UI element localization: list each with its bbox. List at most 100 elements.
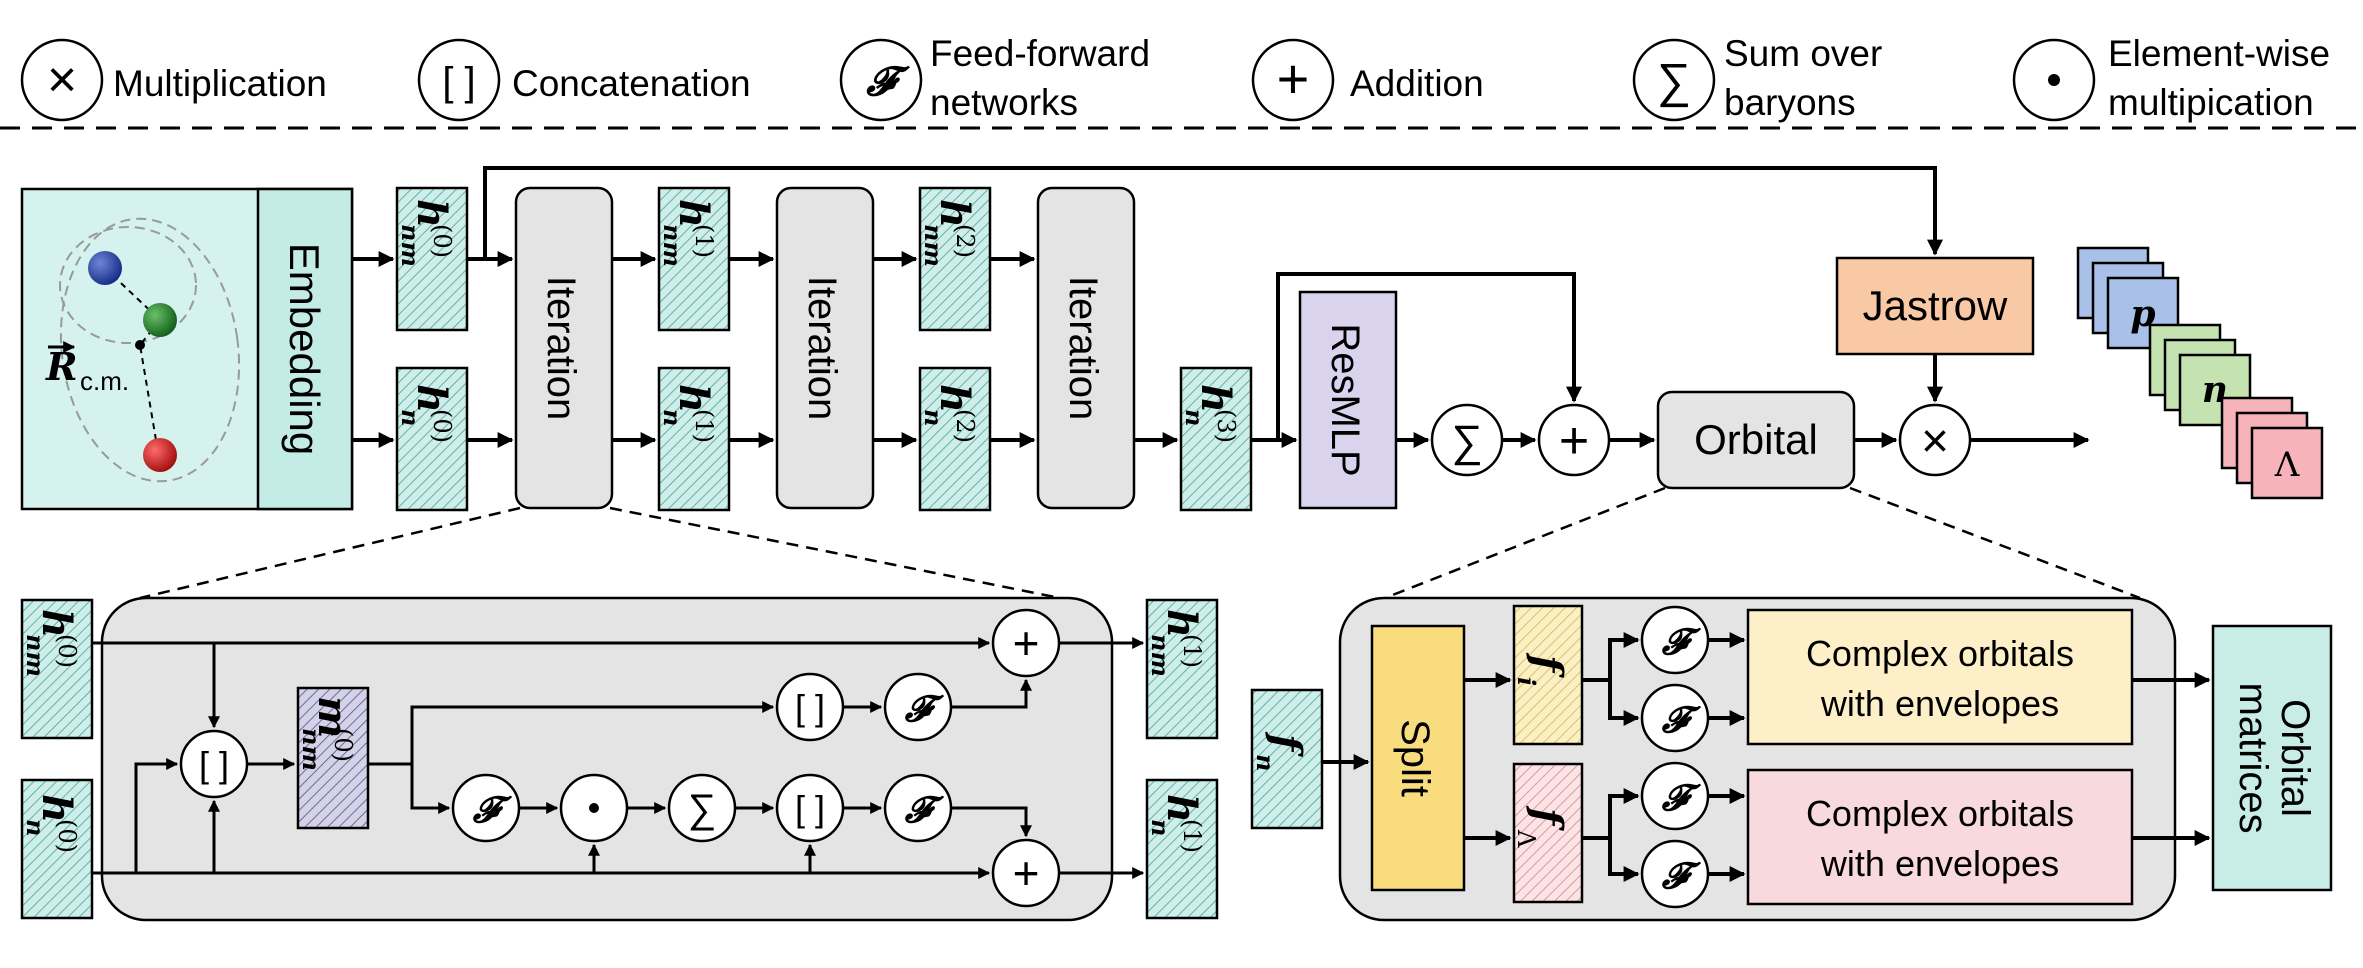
arrow-hn0-concat1-left <box>134 758 179 873</box>
h-n-3-sub: n <box>1180 409 1209 426</box>
sum-node-symbol: ∑ <box>1451 417 1482 466</box>
concatenation-symbol: [ ] <box>442 60 475 104</box>
addition-legend-item: + Addition <box>1251 38 1484 122</box>
green-particle <box>143 303 177 337</box>
addition-symbol: + <box>1277 47 1310 110</box>
orbital-detail: f n Split f i f Λ 𝓕 𝓕 𝓕 𝓕 Complex orbita… <box>1250 596 2333 922</box>
elementwise-legend-item: Element-wise multipication <box>2012 33 2330 123</box>
complex-orbitals-box-2 <box>1746 768 2134 906</box>
concat-node-2-symbol: [ ] <box>795 687 825 728</box>
h-n-0-box <box>395 366 469 512</box>
output-stack-lambda: Λ <box>2220 396 2324 500</box>
orbital-matrices-line2: matrices <box>2231 682 2275 833</box>
f-n-sub: n <box>1251 754 1280 771</box>
arrow-m-concat2 <box>368 701 775 766</box>
detail-h-nm-1-box <box>1145 598 1219 740</box>
outer-orbit <box>59 217 241 483</box>
legend: × Multiplication [ ] Concatenation 𝓕 Fee… <box>0 33 2363 130</box>
complex-orbitals-2-line2: with envelopes <box>1820 843 2059 884</box>
embedding-box <box>256 187 354 511</box>
orbital-label: Orbital <box>1694 416 1818 463</box>
resmlp-label: ResMLP <box>1323 323 1367 476</box>
jastrow-label: Jastrow <box>1863 282 2008 329</box>
h-n-0-sup: (0) <box>428 409 456 443</box>
m-nm-0-sup: (0) <box>329 728 357 762</box>
detail-h-nm-0-box <box>20 598 94 740</box>
sum-node-detail-symbol: ∑ <box>688 787 717 831</box>
h-n-1-sub: n <box>658 409 687 426</box>
h-n-3-sup: (3) <box>1212 409 1240 443</box>
rcm-label: R <box>45 344 78 389</box>
addition-icon <box>1251 38 1335 122</box>
orbital-matrices-line1: Orbital <box>2273 699 2317 817</box>
detail-h-nm-0-sub: nm <box>21 634 50 677</box>
iteration-detail-panel <box>100 596 1114 922</box>
jastrow-input-arrow <box>483 166 1943 259</box>
arrow-fi-ffn1 <box>1582 632 1640 682</box>
arrow-ffn1-plus <box>951 678 1032 709</box>
embedding-label: Embedding <box>281 243 328 455</box>
elementwise-label-line1: Element-wise <box>2108 33 2330 74</box>
complex-orbitals-1-line2: with envelopes <box>1820 683 2059 724</box>
plus-node-detail-top-symbol: + <box>1013 617 1040 669</box>
m-nm-0-box <box>296 686 370 830</box>
iteration-1-label: Iteration <box>539 276 583 421</box>
detail-h-n-0-box <box>20 778 94 920</box>
arrow-flambda-ffn4 <box>1608 838 1640 882</box>
concat-node-1-symbol: [ ] <box>199 744 229 785</box>
complex-orbitals-1-line1: Complex orbitals <box>1806 633 2074 674</box>
f-i-sub: i <box>1512 677 1541 686</box>
f-lambda-sub: Λ <box>1512 829 1540 848</box>
detail-h-nm-1-sub: nm <box>1146 634 1175 677</box>
detail-h-n-1-sup: (1) <box>1178 819 1206 853</box>
iteration-3-label: Iteration <box>1061 276 1105 421</box>
split-box <box>1370 624 1466 892</box>
complex-orbitals-2-line1: Complex orbitals <box>1806 793 2074 834</box>
detail-h-n-0-sub: n <box>21 819 50 836</box>
f-i-box <box>1512 604 1584 746</box>
h-n-3-box <box>1179 366 1253 512</box>
h-nm-1-sup: (1) <box>690 224 718 258</box>
h-nm-1-h: h <box>670 199 717 228</box>
zoom-line-right-1 <box>1384 486 1666 600</box>
h-nm-1-box <box>657 186 731 332</box>
h-n-2-h: h <box>931 384 978 413</box>
concat-node-3-symbol: [ ] <box>795 788 825 829</box>
multiplication-icon <box>20 38 104 122</box>
detail-h-n-0-h: h <box>33 794 80 823</box>
sum-label-line1: Sum over <box>1724 33 1882 74</box>
cm-point <box>135 340 145 350</box>
iteration-block-3 <box>1036 186 1136 510</box>
iteration-block-1 <box>514 186 614 510</box>
plus-node-symbol: + <box>1559 412 1589 470</box>
detail-h-nm-0-sup: (0) <box>53 634 81 668</box>
h-nm-2-sub: nm <box>919 224 948 267</box>
detail-h-n-1-sub: n <box>1146 819 1175 836</box>
zoom-line-left-2 <box>609 506 1061 600</box>
sum-icon <box>1632 38 1716 122</box>
top-pipeline: R c.m. Embedding h nm (0) h n (0) Iterat… <box>20 166 2324 512</box>
rcm-subscript: c.m. <box>80 366 129 396</box>
h-n-0-h: h <box>408 384 455 413</box>
f-lambda-box <box>1512 762 1584 904</box>
m-nm-0-m: m <box>309 696 356 738</box>
skip-connection-arrow <box>1276 272 1582 440</box>
blue-particle <box>88 251 122 285</box>
sum-label-line2: baryons <box>1724 82 1856 123</box>
times-node-symbol: × <box>1921 415 1949 468</box>
concatenation-legend-item: [ ] Concatenation <box>417 38 751 122</box>
sum-symbol: ∑ <box>1657 55 1691 108</box>
detail-h-nm-1-sup: (1) <box>1178 634 1206 668</box>
h-n-2-box <box>918 366 992 512</box>
zoom-line-right-2 <box>1849 486 2141 600</box>
multiplication-symbol: × <box>47 51 77 109</box>
resmlp-box <box>1298 290 1398 510</box>
iteration-block-2 <box>775 186 875 510</box>
multiplication-label: Multiplication <box>113 63 327 104</box>
h-nm-2-box <box>918 186 992 332</box>
feedforward-icon <box>839 38 923 122</box>
detail-h-n-1-h: h <box>1158 794 1205 823</box>
zoom-line-left-1 <box>139 506 521 600</box>
elementwise-node-dot <box>589 803 599 813</box>
